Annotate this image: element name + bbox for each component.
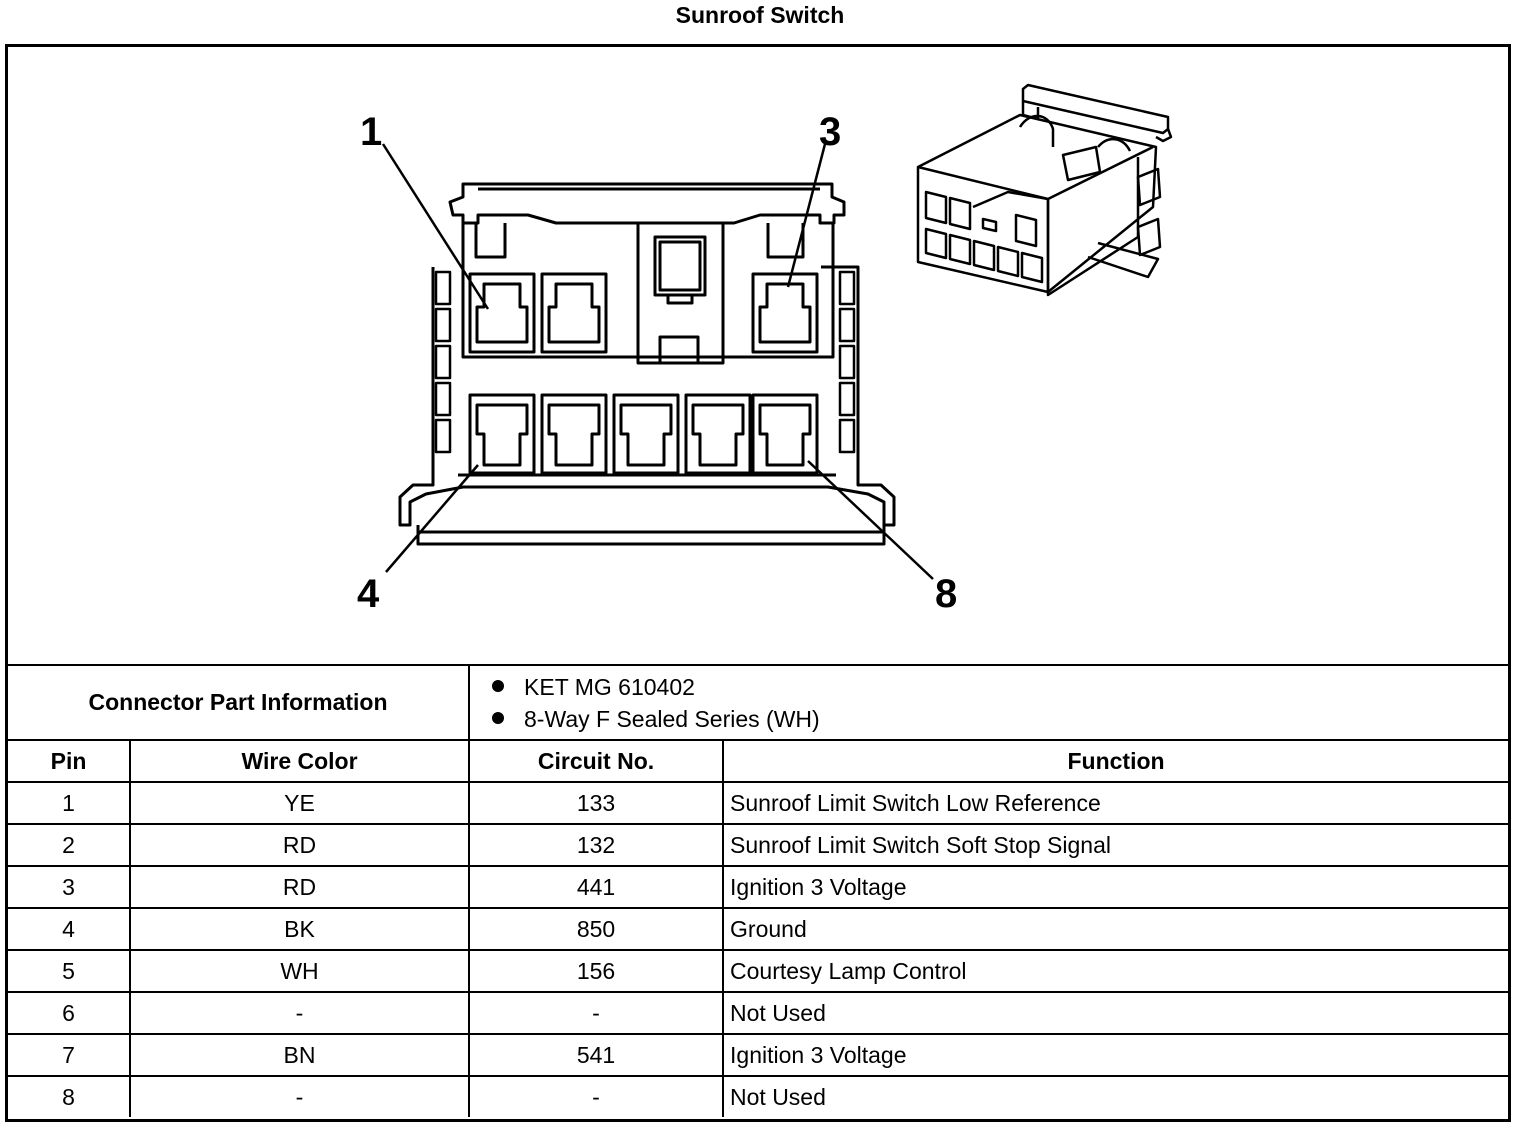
cell-circuit: 541 bbox=[468, 1033, 725, 1077]
cell-pin: 5 bbox=[8, 949, 131, 993]
cell-function: Not Used bbox=[722, 1075, 1509, 1117]
top-cavities bbox=[468, 272, 819, 354]
cell-wire-color: BN bbox=[128, 1033, 471, 1077]
cell-function: Courtesy Lamp Control bbox=[722, 949, 1509, 993]
diagram-title: Sunroof Switch bbox=[675, 2, 845, 28]
bullet-icon bbox=[492, 712, 505, 725]
cell-wire-color: BK bbox=[128, 907, 471, 951]
connector-face-view bbox=[381, 83, 1173, 580]
callout-pin-8: 8 bbox=[935, 572, 958, 616]
cell-wire-color: WH bbox=[128, 949, 471, 993]
cell-pin: 6 bbox=[8, 991, 131, 1035]
cell-circuit: 133 bbox=[468, 781, 725, 825]
cell-circuit: - bbox=[468, 991, 725, 1035]
cell-wire-color: - bbox=[128, 1075, 471, 1117]
cell-pin: 8 bbox=[8, 1075, 131, 1117]
cell-function: Sunroof Limit Switch Soft Stop Signal bbox=[722, 823, 1509, 867]
cell-wire-color: RD bbox=[128, 823, 471, 867]
pinout-table: Connector Part Information KET MG 610402… bbox=[8, 664, 1509, 1117]
cell-pin: 2 bbox=[8, 823, 131, 867]
table-row: 2 RD 132 Sunroof Limit Switch Soft Stop … bbox=[8, 823, 1509, 867]
callout-pin-3: 3 bbox=[819, 110, 842, 154]
table-header-row: Pin Wire Color Circuit No. Function bbox=[8, 739, 1509, 783]
table-row: 1 YE 133 Sunroof Limit Switch Low Refere… bbox=[8, 781, 1509, 825]
cell-wire-color: RD bbox=[128, 865, 471, 909]
table-row: 6 - - Not Used bbox=[8, 991, 1509, 1035]
cell-pin: 1 bbox=[8, 781, 131, 825]
cell-circuit: 156 bbox=[468, 949, 725, 993]
bottom-cavities bbox=[468, 393, 819, 475]
connector-frame: 1 3 4 8 Connector Part Information KET M… bbox=[5, 44, 1511, 1122]
connector-info-label: Connector Part Information bbox=[8, 664, 471, 741]
cell-circuit: - bbox=[468, 1075, 725, 1117]
cell-circuit: 132 bbox=[468, 823, 725, 867]
cell-function: Not Used bbox=[722, 991, 1509, 1035]
table-row: 5 WH 156 Courtesy Lamp Control bbox=[8, 949, 1509, 993]
bullet-icon bbox=[492, 680, 505, 693]
cell-function: Ignition 3 Voltage bbox=[722, 865, 1509, 909]
connector-info-row: Connector Part Information KET MG 610402… bbox=[8, 664, 1509, 741]
header-function: Function bbox=[722, 739, 1509, 783]
cell-wire-color: - bbox=[128, 991, 471, 1035]
header-pin: Pin bbox=[8, 739, 131, 783]
connector-info-list: KET MG 610402 8-Way F Sealed Series (WH) bbox=[468, 664, 1509, 741]
cell-pin: 3 bbox=[8, 865, 131, 909]
connector-info-item: 8-Way F Sealed Series (WH) bbox=[492, 703, 1508, 735]
callout-pin-4: 4 bbox=[357, 572, 380, 616]
cell-pin: 4 bbox=[8, 907, 131, 951]
cell-circuit: 441 bbox=[468, 865, 725, 909]
cell-function: Sunroof Limit Switch Low Reference bbox=[722, 781, 1509, 825]
table-row: 7 BN 541 Ignition 3 Voltage bbox=[8, 1033, 1509, 1077]
connector-iso-view bbox=[916, 83, 1173, 297]
table-row: 4 BK 850 Ground bbox=[8, 907, 1509, 951]
callout-pin-1: 1 bbox=[360, 110, 383, 154]
table-row: 8 - - Not Used bbox=[8, 1075, 1509, 1117]
header-wire-color: Wire Color bbox=[128, 739, 471, 783]
cell-wire-color: YE bbox=[128, 781, 471, 825]
connector-info-item: KET MG 610402 bbox=[492, 671, 1508, 703]
cell-circuit: 850 bbox=[468, 907, 725, 951]
cell-pin: 7 bbox=[8, 1033, 131, 1077]
leader-lines bbox=[381, 143, 934, 580]
header-circuit: Circuit No. bbox=[468, 739, 725, 783]
cell-function: Ignition 3 Voltage bbox=[722, 1033, 1509, 1077]
cell-function: Ground bbox=[722, 907, 1509, 951]
table-row: 3 RD 441 Ignition 3 Voltage bbox=[8, 865, 1509, 909]
connector-diagram: 1 3 4 8 bbox=[8, 47, 1508, 664]
